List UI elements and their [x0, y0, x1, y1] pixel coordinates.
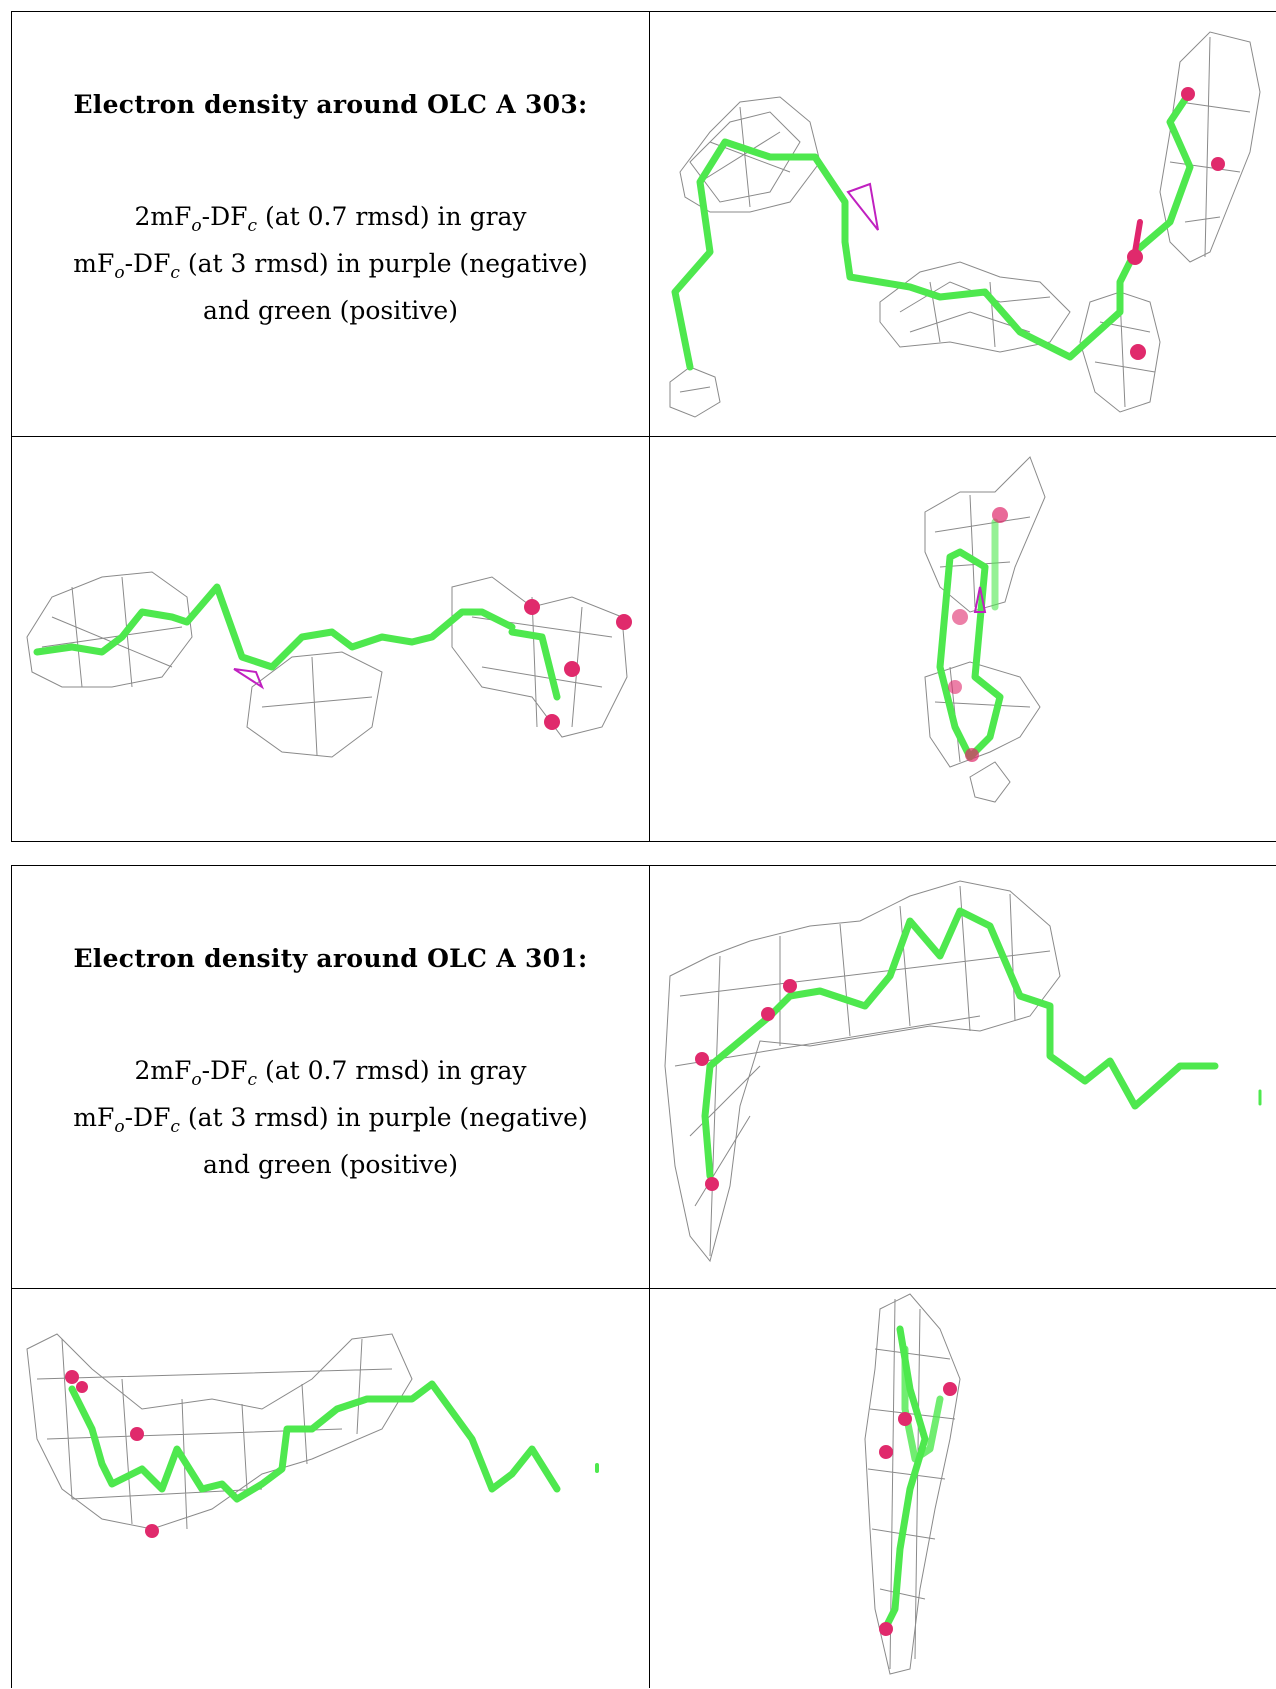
legend-line-positive: and green (positive) — [203, 1150, 458, 1179]
density-table-olc-a-301: Electron density around OLC A 301: 2mFo-… — [11, 865, 1276, 1688]
density-view-bottom-right — [650, 1289, 1276, 1689]
legend-line-2mfo-dfc: 2mFo-DFc (at 0.7 rmsd) in gray — [134, 1056, 527, 1090]
density-view-bottom-left — [12, 437, 649, 842]
table-divider-vertical — [649, 866, 650, 1688]
caption-cell: Electron density around OLC A 303: 2mFo-… — [12, 12, 649, 436]
panel-description: 2mFo-DFc (at 0.7 rmsd) in gray mFo-DFc (… — [12, 198, 649, 330]
legend-line-mfo-dfc: mFo-DFc (at 3 rmsd) in purple (negative) — [73, 1103, 588, 1137]
table-divider-vertical — [649, 12, 650, 841]
table-divider-horizontal — [12, 436, 1276, 437]
density-view-top-right — [650, 12, 1276, 436]
legend-line-positive: and green (positive) — [203, 296, 458, 325]
panel-title: Electron density around OLC A 303: — [73, 90, 588, 119]
table-divider-horizontal — [12, 1288, 1276, 1289]
density-view-top-right — [650, 866, 1276, 1288]
density-table-olc-a-303: Electron density around OLC A 303: 2mFo-… — [11, 11, 1276, 842]
density-view-bottom-right — [650, 437, 1276, 842]
caption-cell: Electron density around OLC A 301: 2mFo-… — [12, 866, 649, 1288]
density-view-bottom-left — [12, 1289, 649, 1689]
legend-line-2mfo-dfc: 2mFo-DFc (at 0.7 rmsd) in gray — [134, 202, 527, 236]
panel-title: Electron density around OLC A 301: — [73, 944, 588, 973]
legend-line-mfo-dfc: mFo-DFc (at 3 rmsd) in purple (negative) — [73, 249, 588, 283]
panel-description: 2mFo-DFc (at 0.7 rmsd) in gray mFo-DFc (… — [12, 1052, 649, 1184]
